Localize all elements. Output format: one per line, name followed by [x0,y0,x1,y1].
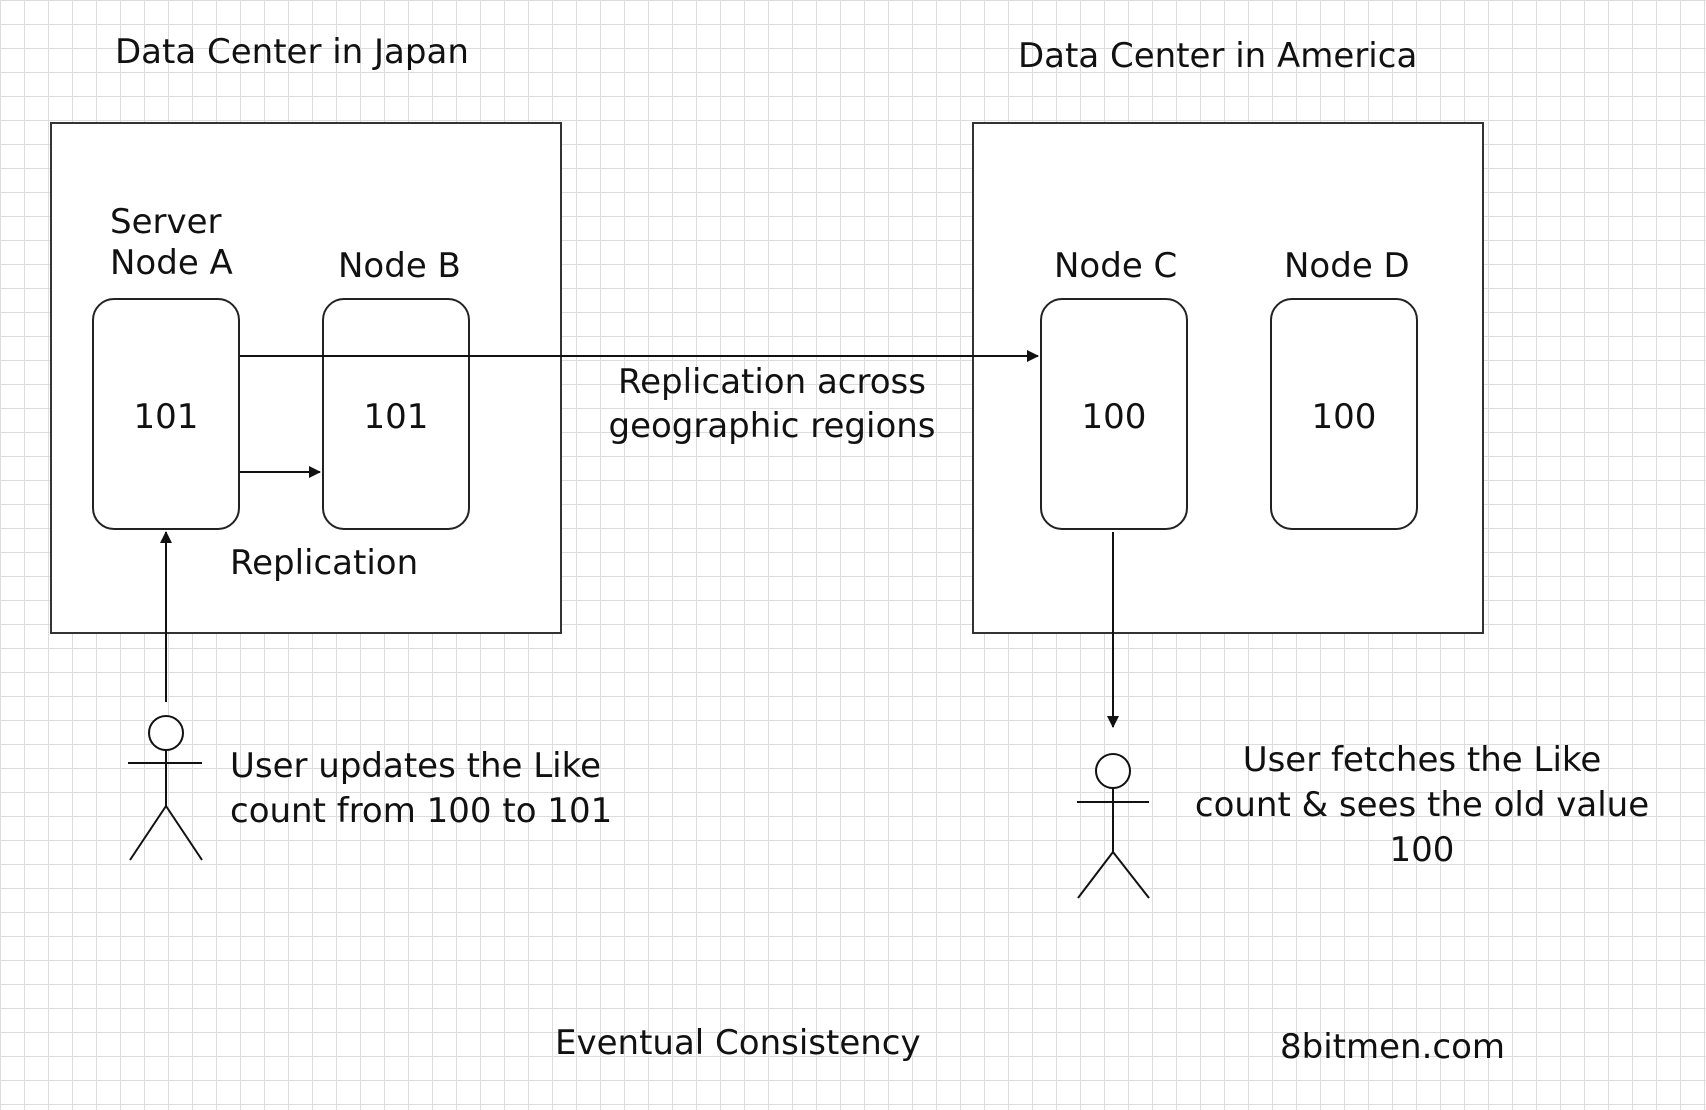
node-b-label: Node B [338,246,461,286]
node-b: 101 [322,298,470,530]
node-d: 100 [1270,298,1418,530]
node-a: 101 [92,298,240,530]
diagram-title: Eventual Consistency [555,1023,921,1063]
cross-region-label-line2: geographic regions [608,406,936,446]
america-datacenter-title: Data Center in America [1018,36,1418,76]
watermark: 8bitmen.com [1280,1027,1506,1067]
user-right-figure [1077,753,1150,899]
cross-region-label-line1: Replication across [618,362,926,402]
japan-datacenter-title: Data Center in Japan [115,32,469,72]
node-d-value: 100 [1311,397,1377,437]
node-a-value: 101 [133,397,199,437]
node-c-value: 100 [1081,397,1147,437]
local-replication-label: Replication [230,543,419,583]
user-right-caption-line3: 100 [1389,830,1455,870]
node-b-value: 101 [363,397,429,437]
user-left-caption-line2: count from 100 to 101 [230,791,613,831]
user-left-caption-line1: User updates the Like [230,746,602,786]
user-right-caption-line2: count & sees the old value [1194,785,1650,825]
node-a-label-line2: Node A [110,243,233,283]
user-left-figure [128,715,203,861]
node-a-label-line1: Server [110,202,222,242]
node-d-label: Node D [1284,246,1410,286]
node-c-label: Node C [1054,246,1178,286]
node-c: 100 [1040,298,1188,530]
user-right-caption-line1: User fetches the Like [1242,740,1602,780]
